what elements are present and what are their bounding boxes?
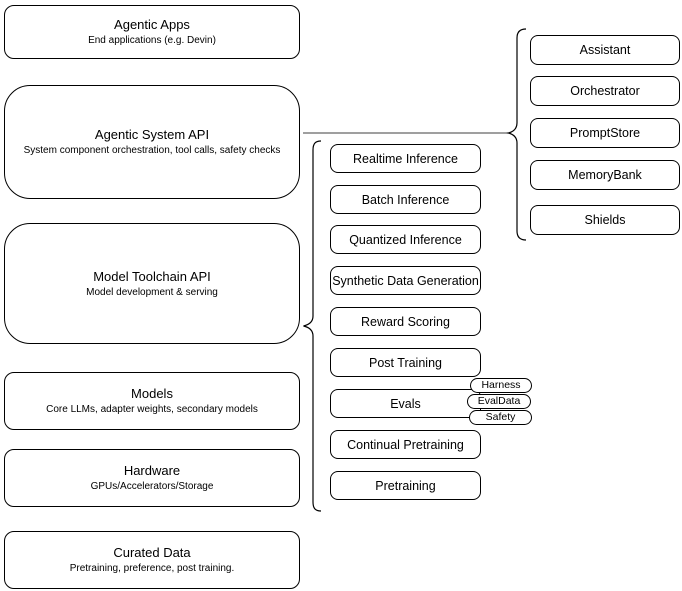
node-continual-pretraining: Continual Pretraining [330,430,481,459]
node-evals: Evals [330,389,481,418]
node-orchestrator: Orchestrator [530,76,680,106]
node-subtitle: Core LLMs, adapter weights, secondary mo… [46,404,258,415]
node-memorybank: MemoryBank [530,160,680,190]
tag-harness: Harness [470,378,532,393]
middle-column-brace [303,140,322,512]
node-title: Hardware [123,463,181,478]
node-shields: Shields [530,205,680,235]
tag-safety: Safety [469,410,532,425]
node-curated-data: Curated Data Pretraining, preference, po… [4,531,300,589]
node-subtitle: GPUs/Accelerators/Storage [90,481,214,492]
node-title: Curated Data [113,545,191,560]
node-reward-scoring: Reward Scoring [330,307,481,336]
node-realtime-inference: Realtime Inference [330,144,481,173]
node-quantized-inference: Quantized Inference [330,225,481,254]
node-title: Agentic Apps [114,17,190,32]
right-column-brace [506,28,527,241]
node-post-training: Post Training [330,348,481,377]
node-synthetic-data-generation: Synthetic Data Generation [330,266,481,295]
node-models: Models Core LLMs, adapter weights, secon… [4,372,300,430]
node-promptstore: PromptStore [530,118,680,148]
node-title: Agentic System API [94,127,210,142]
node-agentic-apps: Agentic Apps End applications (e.g. Devi… [4,5,300,59]
node-model-toolchain-api: Model Toolchain API Model development & … [4,223,300,344]
node-pretraining: Pretraining [330,471,481,500]
node-agentic-system-api: Agentic System API System component orch… [4,85,300,199]
node-subtitle: End applications (e.g. Devin) [88,35,216,46]
node-subtitle: Pretraining, preference, post training. [69,563,235,574]
node-title: Model Toolchain API [93,268,211,284]
tag-evaldata: EvalData [467,394,531,409]
node-subtitle: Model development & serving [86,286,218,298]
node-assistant: Assistant [530,35,680,65]
node-subtitle: System component orchestration, tool cal… [23,145,281,156]
node-batch-inference: Batch Inference [330,185,481,214]
node-hardware: Hardware GPUs/Accelerators/Storage [4,449,300,507]
node-title: Models [131,386,173,401]
